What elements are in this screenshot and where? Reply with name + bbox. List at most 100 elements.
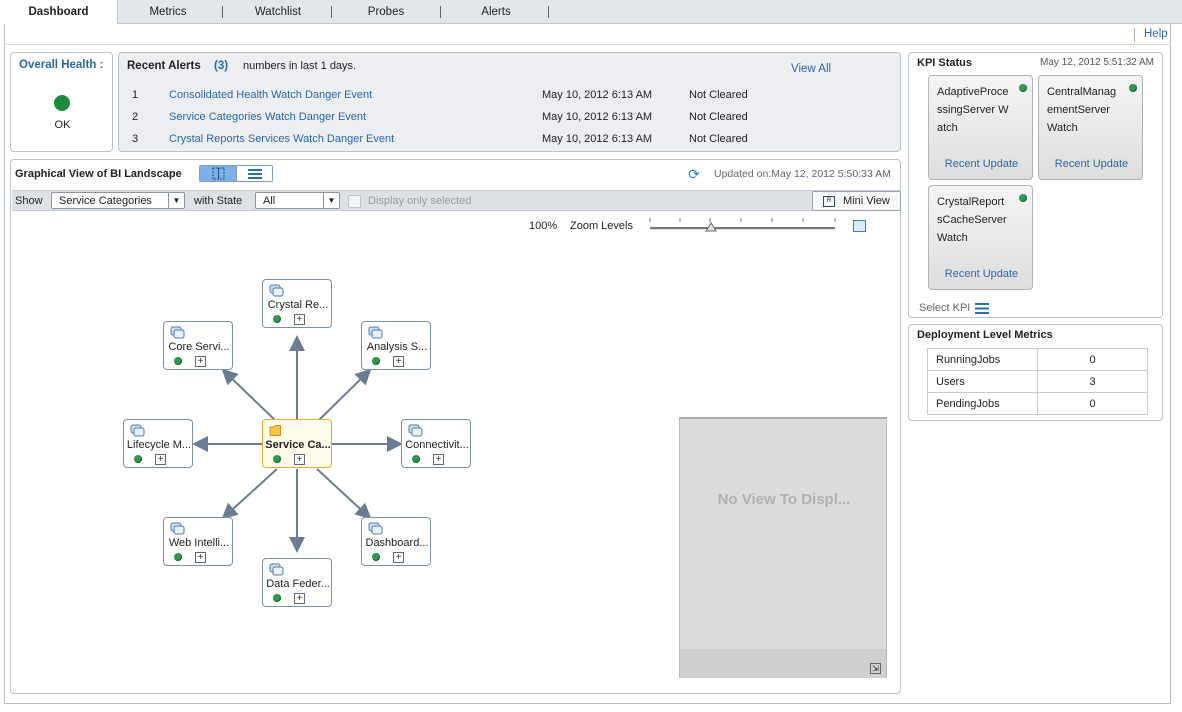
node-label: Lifecycle M... [126,439,192,451]
expand-icon[interactable]: + [195,552,206,563]
state-select[interactable]: All ▼ [255,192,340,209]
metric-name: Users [927,370,1038,393]
expand-icon[interactable]: + [294,454,305,465]
alert-name-link[interactable]: Consolidated Health Watch Danger Event [169,89,373,101]
chevron-down-icon: ▼ [323,193,339,208]
health-status-icon [54,95,70,111]
kpi-status-panel: KPI Status May 12, 2012 5:51:32 AM Adapt… [908,52,1163,318]
alert-state: Not Cleared [689,89,748,101]
expand-icon[interactable]: + [393,552,404,563]
alert-date: May 10, 2012 6:13 AM [542,111,653,123]
node-label: Service Ca... [265,439,331,451]
tab-alerts[interactable]: Alerts [481,6,511,18]
mini-view-empty-text: No View To Displ... [717,491,851,508]
refresh-icon[interactable]: ⟳ [688,166,700,182]
show-select[interactable]: Service Categories ▼ [51,192,185,209]
node-data-federator[interactable]: Data Feder... + [262,558,332,607]
node-web-intelligence[interactable]: Web Intelli... + [163,517,233,566]
node-label: Dashboard... [365,537,429,549]
node-core-services[interactable]: Core Servi... + [163,321,233,370]
zoom-slider[interactable] [648,217,837,235]
status-ok-icon [273,594,281,602]
graph-view-button[interactable] [200,166,237,181]
show-label: Show [15,195,43,207]
kpi-status-date: May 12, 2012 5:51:32 AM [1040,57,1154,68]
status-ok-icon [1129,84,1137,92]
recent-update-link[interactable]: Recent Update [1054,158,1129,170]
server-icon [130,424,145,437]
edge-to-core [221,368,278,423]
server-icon [408,424,423,437]
node-dashboards[interactable]: Dashboard... + [361,517,431,566]
zoom-slider-thumb[interactable] [705,222,717,232]
kpi-card-name: CrystalReportsCacheServer Watch [937,196,1007,244]
node-crystal-reports[interactable]: Crystal Re... + [262,279,332,328]
display-only-selected-label: Display only selected [368,195,472,207]
view-all-link[interactable]: View All [791,63,832,75]
recent-alerts-panel: Recent Alerts (3) numbers in last 1 days… [118,52,901,152]
fit-to-view-icon[interactable] [853,220,866,232]
alert-name-link[interactable]: Crystal Reports Services Watch Danger Ev… [169,133,395,145]
select-kpi-link[interactable]: Select KPI [919,302,971,314]
expand-icon[interactable]: + [393,356,404,367]
alert-name-link[interactable]: Service Categories Watch Danger Event [169,111,367,123]
server-icon [368,522,383,535]
alerts-count-suffix: numbers in last 1 days. [243,60,357,72]
node-connectivity[interactable]: Connectivit... + [401,419,471,468]
node-analysis-services[interactable]: Analysis S... + [361,321,431,370]
list-view-button[interactable] [237,166,272,181]
graphical-view-panel: Graphical View of BI Landscape ⟳ Updated… [10,159,901,694]
expand-icon[interactable]: + [294,593,305,604]
tab-watchlist[interactable]: Watchlist [254,6,302,18]
status-ok-icon [134,455,142,463]
mini-view-footer [680,649,886,678]
tab-probes[interactable]: Probes [367,6,405,18]
help-link[interactable]: Help [1144,28,1168,40]
status-ok-icon [273,315,281,323]
expand-icon[interactable]: + [195,356,206,367]
alert-row: 1 Consolidated Health Watch Danger Event… [119,89,902,109]
list-icon[interactable] [975,303,989,314]
expand-icon[interactable]: + [294,314,305,325]
node-lifecycle-management[interactable]: Lifecycle M... + [123,419,193,468]
server-icon [368,326,383,339]
graph-edges [192,335,403,553]
expand-icon[interactable]: + [155,454,166,465]
node-label: Web Intelli... [168,537,230,549]
alert-number: 2 [132,111,139,123]
server-icon [269,563,284,576]
recent-alerts-title: Recent Alerts [127,60,201,72]
health-status-text: OK [54,119,71,131]
kpi-card[interactable]: CentralManagementServer Watch Recent Upd… [1038,75,1143,180]
alert-state: Not Cleared [689,111,748,123]
tab-dashboard[interactable]: Dashboard [0,0,118,25]
table-row: RunningJobs 0 [927,348,1148,371]
kpi-card[interactable]: CrystalReportsCacheServer Watch Recent U… [928,185,1033,290]
node-label: Core Servi... [168,341,230,353]
server-icon [269,284,284,297]
alert-number: 1 [132,89,139,101]
status-ok-icon [372,553,380,561]
tab-separator [440,6,441,18]
metric-name: PendingJobs [927,392,1038,415]
status-ok-icon [273,455,281,463]
filter-bar: Show Service Categories ▼ with State All… [12,190,901,211]
mini-view-icon: R [823,196,835,207]
recent-update-link[interactable]: Recent Update [944,158,1019,170]
mini-view-button[interactable]: R Mini View [812,191,901,211]
tab-metrics[interactable]: Metrics [149,6,187,18]
alert-state: Not Cleared [689,133,748,145]
display-only-selected-checkbox[interactable] [348,195,361,208]
deployment-metrics-title: Deployment Level Metrics [917,329,1053,341]
recent-update-link[interactable]: Recent Update [944,268,1019,280]
alert-date: May 10, 2012 6:13 AM [542,133,653,145]
resize-icon[interactable]: ⇲ [870,663,881,674]
node-label: Crystal Re... [267,299,329,311]
edge-to-web [221,468,278,520]
expand-icon[interactable]: + [433,454,444,465]
kpi-card-name: CentralManagementServer Watch [1047,86,1117,134]
updated-timestamp: Updated on:May 12, 2012 5:50:33 AM [714,168,891,180]
status-ok-icon [174,357,182,365]
kpi-card[interactable]: AdaptiveProcessingServer Watch Recent Up… [928,75,1033,180]
node-service-categories[interactable]: Service Ca... + [262,419,332,468]
